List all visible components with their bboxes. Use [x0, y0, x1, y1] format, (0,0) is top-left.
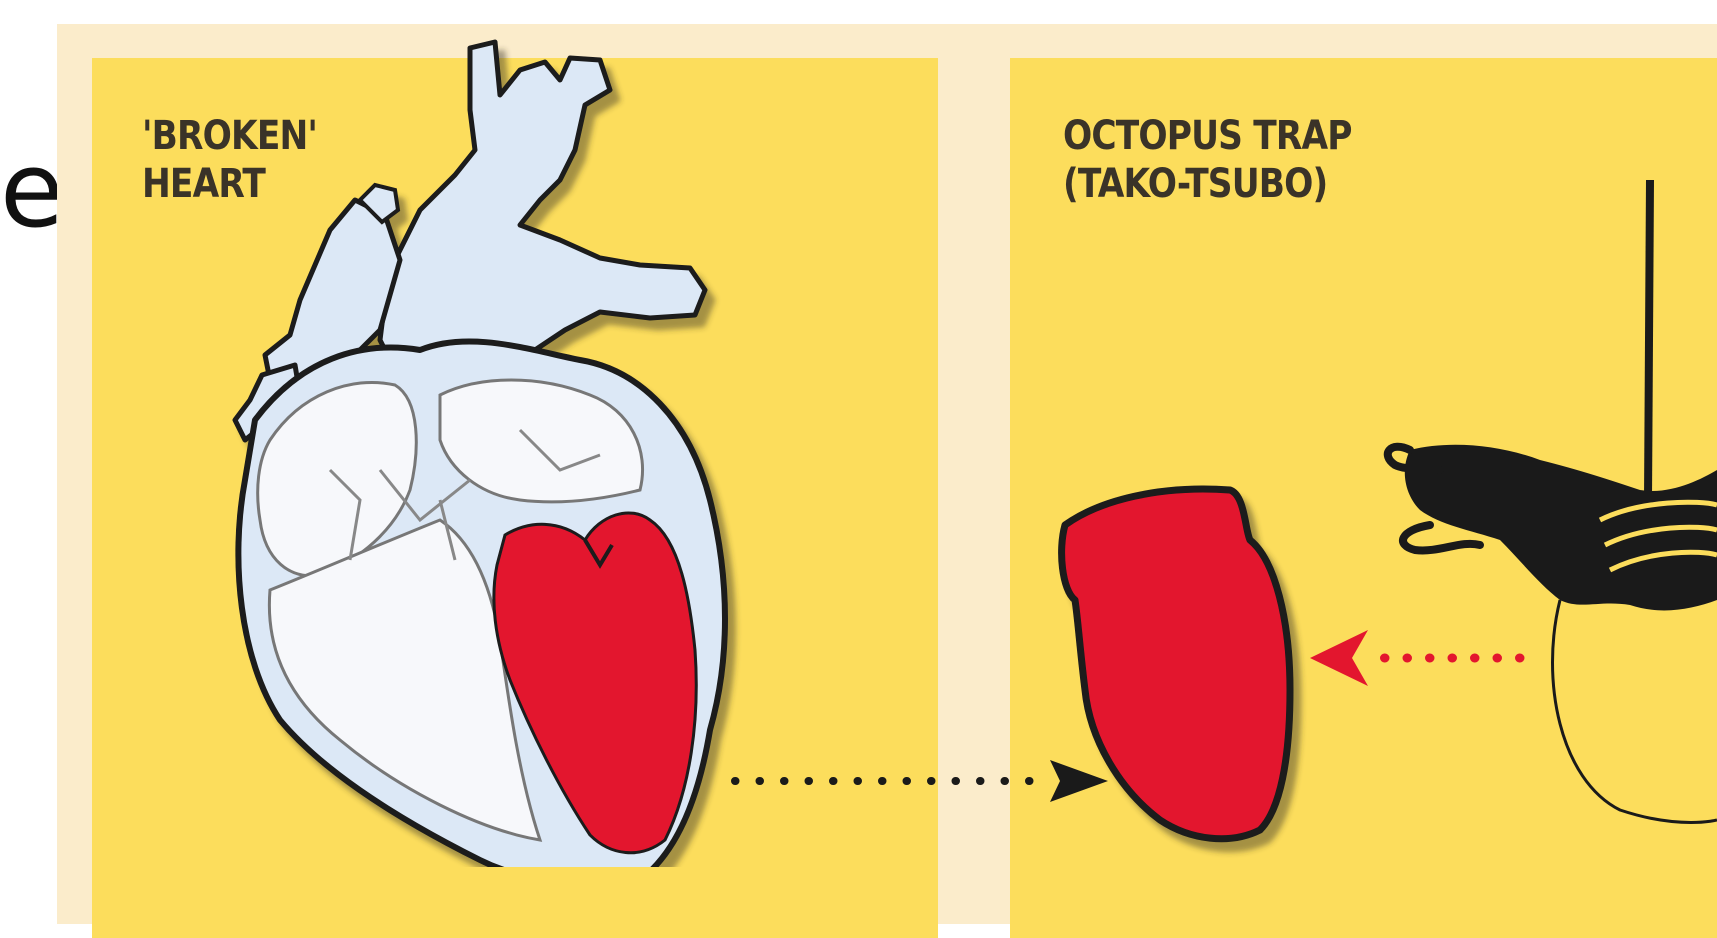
octopus-trap-pot: [1062, 489, 1290, 839]
broken-heart-illustration: [235, 42, 725, 867]
illustration-artwork: [0, 0, 1717, 867]
rope-line: [1648, 180, 1650, 500]
hanging-rope-loop: [1553, 600, 1717, 823]
aorta-shape: [380, 42, 705, 385]
octopus-on-rope: [1388, 180, 1717, 823]
red-arrowhead: [1310, 630, 1368, 686]
black-arrowhead: [1050, 760, 1108, 802]
pot-body: [1062, 489, 1290, 839]
